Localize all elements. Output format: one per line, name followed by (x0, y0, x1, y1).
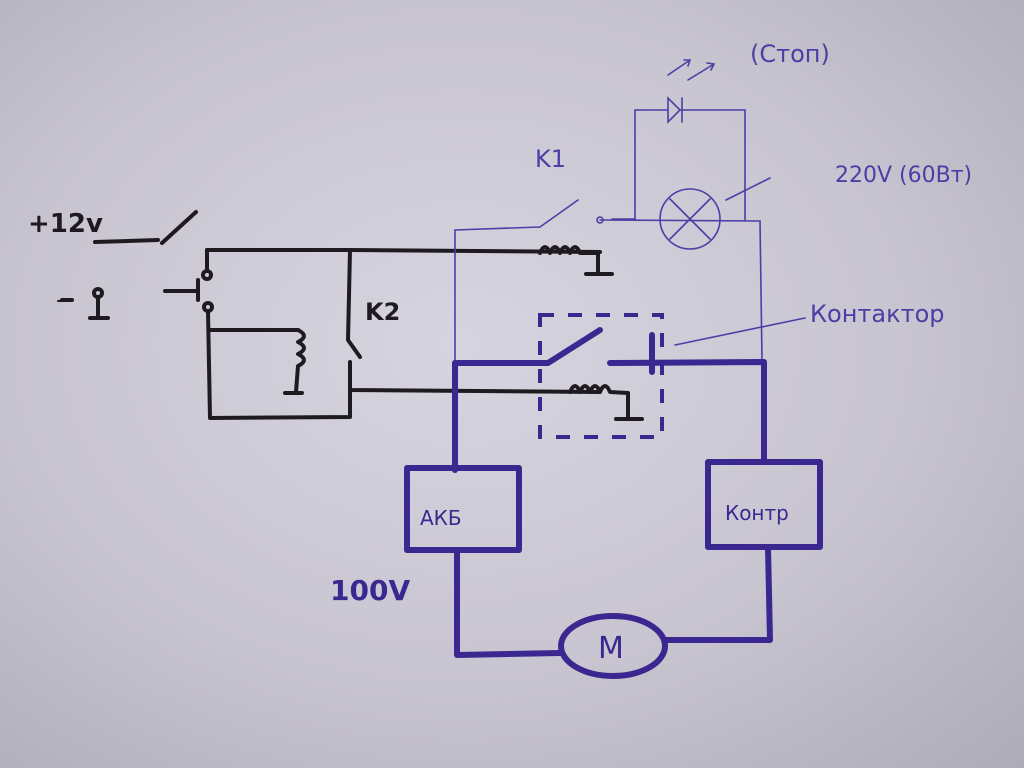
k1-coil (538, 245, 614, 276)
k2-coil (283, 328, 306, 395)
label-100v: 100V (330, 574, 410, 607)
light-arrows-icon (667, 59, 716, 81)
controller-box (705, 459, 823, 550)
pen-circuit (454, 59, 806, 361)
k2-contact (346, 248, 362, 359)
power-circuit (404, 327, 823, 679)
main-switch (160, 210, 198, 245)
wire-loop (206, 309, 352, 420)
wire-bottom (348, 360, 602, 394)
label-plus12v: +12v (28, 209, 103, 239)
contactor-box (538, 313, 664, 439)
contactor-switch (452, 327, 603, 366)
minus-terminal (88, 295, 110, 320)
button-contact-top (201, 269, 213, 281)
label-contactor: Контактор (810, 300, 945, 328)
label-controller: Контр (725, 501, 789, 525)
label-lamp: 220V (60Вт) (835, 163, 972, 188)
battery-box (404, 465, 522, 553)
label-minus: - (56, 285, 65, 315)
led-icon (667, 96, 683, 124)
label-motor: M (598, 631, 624, 666)
lamp-icon (659, 188, 721, 250)
label-k2: K2 (365, 298, 400, 326)
label-battery: АКБ (420, 506, 462, 530)
push-button (163, 278, 200, 302)
motor-icon (558, 613, 668, 679)
wire-12v-switch (93, 238, 160, 244)
control-circuit (60, 210, 644, 421)
label-k1: K1 (535, 145, 566, 173)
contactor-coil (568, 384, 644, 421)
label-stop: (Стоп) (750, 40, 830, 68)
